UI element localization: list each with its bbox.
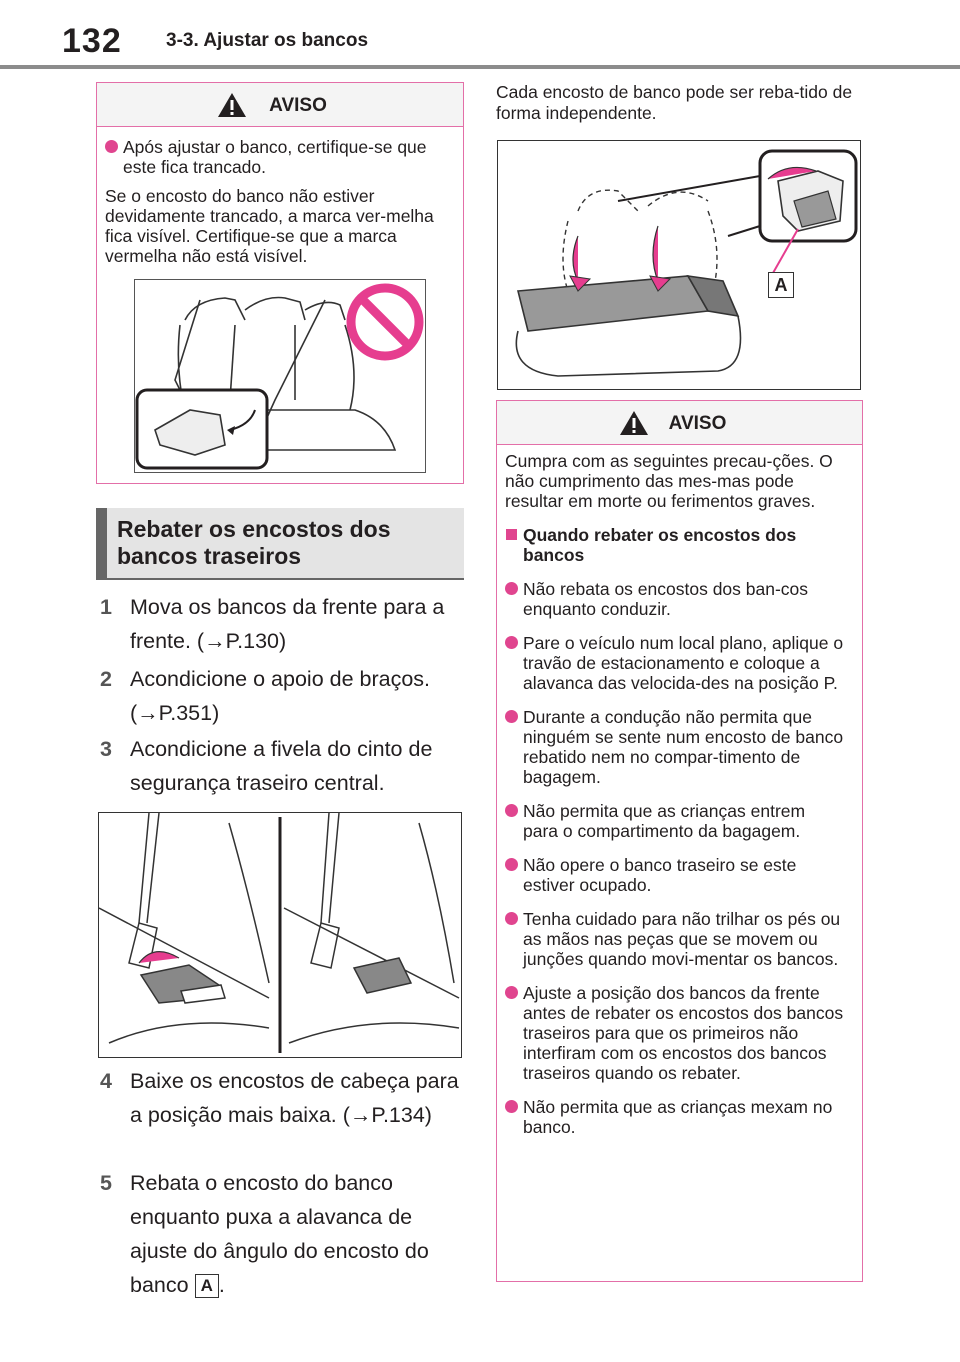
warning-box-right: AVISO Cumpra com as seguintes precau-çõe… — [496, 400, 863, 1282]
buckle-drawing — [98, 812, 460, 1053]
warning-bullet-list: Não rebata os encostos dos ban-cos enqua… — [505, 579, 844, 1137]
warning-bullet: Ajuste a posição dos bancos da frente an… — [505, 983, 844, 1083]
step-number: 4 — [100, 1069, 112, 1093]
step-text: Baixe os encostos de cabeça para a posiç… — [130, 1069, 459, 1127]
warning-subheading: Quando rebater os encostos dos bancos — [505, 525, 844, 565]
callout-a-marker: A — [194, 1274, 219, 1299]
step-text: Rebata o encosto do banco enquanto puxa … — [130, 1171, 429, 1297]
warning-bullet: Não opere o banco traseiro se este estiv… — [505, 855, 844, 895]
step-text: Acondicione a fivela do cinto de seguran… — [130, 737, 433, 795]
step-number: 3 — [100, 737, 112, 761]
step-3: 3 Acondicione a fivela do cinto de segur… — [100, 732, 460, 800]
warning-paragraph: Se o encosto do banco não estiver devida… — [105, 186, 434, 266]
warning-bullet: Pare o veículo num local plano, aplique … — [505, 633, 844, 693]
step-1: 1 Mova os bancos da frente para a frente… — [100, 590, 460, 658]
step-text: Acondicione o apoio de braços. (→P.351) — [130, 667, 431, 725]
header-rule — [0, 65, 960, 69]
warning-bullet: Não permita que as crianças entrem para … — [505, 801, 844, 841]
buckle-illustration — [98, 812, 462, 1058]
page-number: 132 — [62, 22, 122, 60]
seat-lock-drawing — [135, 283, 424, 470]
warning-bullet: Não permita que as crianças mexam no ban… — [505, 1097, 844, 1137]
fold-seat-drawing — [515, 149, 858, 377]
callout-a-label: A — [768, 272, 794, 298]
seat-lock-illustration — [134, 279, 426, 473]
warning-label: AVISO — [269, 95, 327, 116]
warning-label: AVISO — [668, 413, 727, 434]
section-heading: Rebater os encostos dos bancos traseiros — [96, 508, 464, 580]
step-5: 5 Rebata o encosto do banco enquanto pux… — [100, 1166, 460, 1302]
warning-triangle-icon — [620, 411, 648, 435]
step-suffix: . — [218, 1273, 225, 1297]
right-intro-text: Cada encosto de banco pode ser reba-tido… — [496, 82, 853, 123]
warning-bullet: Após ajustar o banco, certifique-se que … — [105, 137, 453, 177]
section-title: 3-3. Ajustar os bancos — [166, 30, 369, 51]
step-number: 5 — [100, 1171, 112, 1195]
step-text: Mova os bancos da frente para a frente. … — [130, 595, 445, 653]
step-number: 2 — [100, 667, 112, 691]
warning-header: AVISO — [97, 83, 463, 127]
fold-seat-illustration — [497, 140, 861, 390]
warning-bullet: Tenha cuidado para não trilhar os pés ou… — [505, 909, 844, 969]
step-2: 2 Acondicione o apoio de braços. (→P.351… — [100, 662, 460, 730]
step-number: 1 — [100, 595, 112, 619]
warning-bullet: Durante a condução não permita que ningu… — [505, 707, 844, 787]
warning-header: AVISO — [497, 401, 862, 445]
warning-bullet: Não rebata os encostos dos ban-cos enqua… — [505, 579, 844, 619]
warning-intro: Cumpra com as seguintes precau-ções. O n… — [505, 451, 833, 511]
warning-box-top: AVISO Após ajustar o banco, certifique-s… — [96, 82, 464, 484]
warning-triangle-icon — [218, 93, 246, 117]
step-4: 4 Baixe os encostos de cabeça para a pos… — [100, 1064, 460, 1132]
